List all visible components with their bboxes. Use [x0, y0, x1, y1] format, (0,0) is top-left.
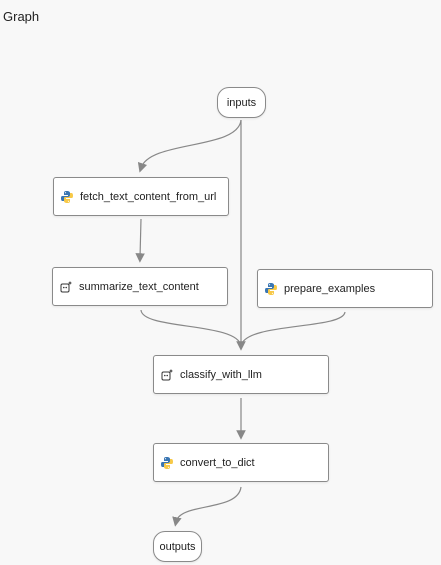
edge-summarize-to-classify: [140, 309, 242, 347]
node-fetch-text-content-from-url[interactable]: fetch_text_content_from_url: [53, 177, 229, 216]
edge-prepare-to-classify: [240, 311, 346, 347]
edge-convert-to-outputs: [172, 486, 242, 527]
node-classify-with-llm[interactable]: classify_with_llm: [153, 355, 329, 394]
node-outputs[interactable]: outputs: [153, 531, 202, 562]
python-icon: [160, 456, 174, 470]
python-icon: [264, 282, 278, 296]
python-icon: [60, 190, 74, 204]
page-title: Graph: [3, 9, 40, 24]
node-summarize-text-content[interactable]: summarize_text_content: [52, 267, 228, 306]
node-fetch-label: fetch_text_content_from_url: [80, 190, 217, 203]
llm-icon: [59, 280, 73, 294]
node-convert-to-dict[interactable]: convert_to_dict: [153, 443, 329, 482]
node-inputs[interactable]: inputs: [217, 87, 266, 118]
edge-inputs-to-fetch: [137, 119, 242, 173]
edge-fetch-to-summarize: [135, 218, 145, 263]
node-convert-label: convert_to_dict: [180, 456, 255, 469]
node-prepare-examples[interactable]: prepare_examples: [257, 269, 433, 308]
node-outputs-label: outputs: [159, 540, 196, 553]
llm-icon: [160, 368, 174, 382]
node-summarize-label: summarize_text_content: [79, 280, 199, 293]
node-classify-label: classify_with_llm: [180, 368, 262, 381]
node-prepare-label: prepare_examples: [284, 282, 376, 295]
node-inputs-label: inputs: [226, 96, 257, 109]
